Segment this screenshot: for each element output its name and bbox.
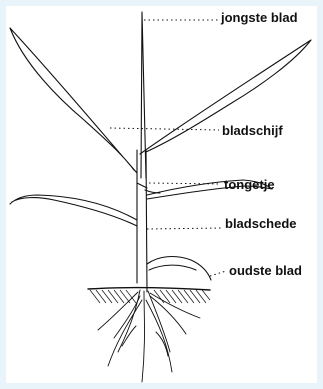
leaf-sheath-fold — [137, 183, 147, 188]
leader-leaf-blade — [110, 128, 219, 130]
ground-line — [88, 288, 210, 290]
label-youngest-leaf: jongste blad — [221, 10, 298, 25]
label-ligule: tongetje — [224, 177, 275, 192]
leader-lines — [110, 20, 226, 276]
label-leaf-sheath: bladschede — [225, 216, 297, 231]
ligule-detail — [145, 190, 160, 193]
lower-left-leaf-blade — [10, 195, 137, 226]
leader-leaf-sheath — [147, 228, 222, 229]
leader-oldest-leaf — [210, 271, 226, 276]
oldest-leaf — [147, 257, 211, 280]
label-oldest-leaf: oudste blad — [229, 263, 302, 278]
upper-left-leaf-blade — [10, 28, 137, 173]
label-leaf-blade: bladschijf — [222, 123, 283, 138]
roots — [98, 290, 200, 382]
